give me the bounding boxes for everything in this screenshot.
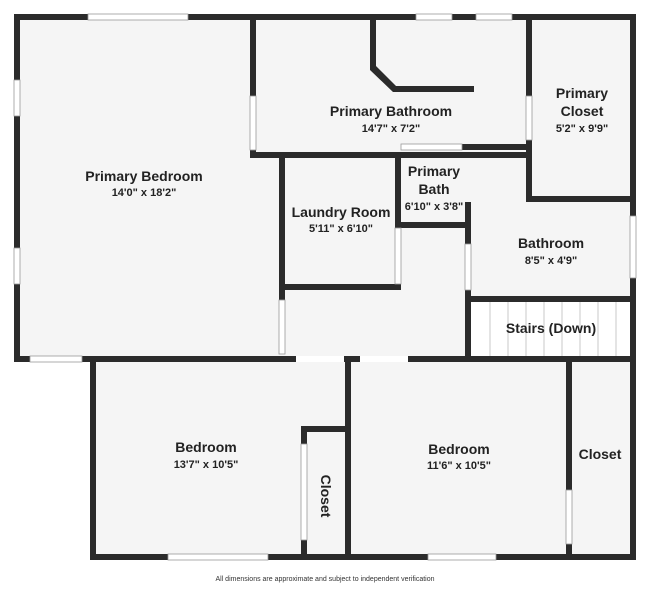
primary-bath-name-line2: Bath [418,181,449,197]
bedroom-right-name: Bedroom [428,441,489,457]
window [464,243,472,291]
window [400,143,463,151]
window [249,95,257,151]
window [167,553,269,561]
primary-closet-name-line2: Closet [561,103,604,119]
closet-right-name: Closet [579,446,622,462]
bedroom-left-name: Bedroom [175,439,236,455]
bedroom-right-dims: 11'6" x 10'5" [427,460,491,472]
window [29,355,83,363]
window [629,215,637,279]
stair-treads [471,300,631,356]
primary-bathroom-dims: 14'7" x 7'2" [362,123,420,135]
window [87,13,189,21]
windows [13,13,637,561]
window [300,443,308,541]
window [525,95,533,141]
room-labels: Primary Bedroom 14'0" x 18'2" Primary Ba… [85,85,621,518]
window [278,299,286,355]
primary-closet-dims: 5'2" x 9'9" [556,123,608,135]
primary-closet-name-line1: Primary [556,85,608,101]
window [565,489,573,545]
primary-bathroom-name: Primary Bathroom [330,103,452,119]
closet-small-name: Closet [318,475,334,518]
window [13,247,21,285]
window [427,553,497,561]
door-openings [296,356,408,362]
bedroom-left-dims: 13'7" x 10'5" [174,459,239,471]
laundry-room-dims: 5'11" x 6'10" [309,223,373,235]
primary-bedroom-name: Primary Bedroom [85,168,202,184]
stairs-name: Stairs (Down) [506,320,596,336]
primary-bath-dims: 6'10" x 3'8" [405,201,463,213]
window [394,227,402,285]
window [13,79,21,117]
window [415,13,453,21]
bathroom-dims: 8'5" x 4'9" [525,255,577,267]
window [475,13,513,21]
laundry-room-name: Laundry Room [292,204,391,220]
bathroom-name: Bathroom [518,235,584,251]
primary-bath-name-line1: Primary [408,163,460,179]
primary-bedroom-dims: 14'0" x 18'2" [112,187,177,199]
disclaimer: All dimensions are approximate and subje… [215,576,435,583]
